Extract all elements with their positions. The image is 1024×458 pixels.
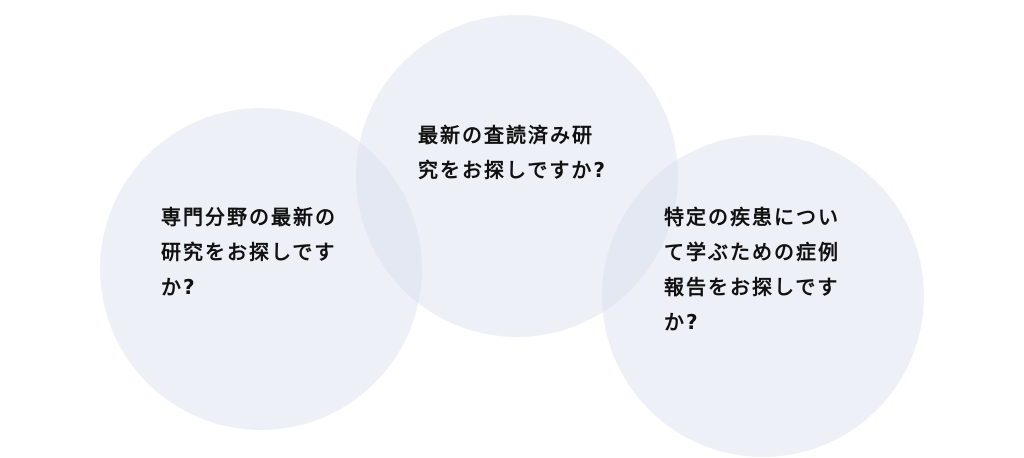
label-line: 最新の査読済み研 <box>418 123 594 147</box>
option-circle-case-reports[interactable] <box>602 135 924 457</box>
label-line: 特定の疾患につい <box>664 205 840 229</box>
label-line: 報告をお探しです <box>664 275 840 299</box>
option-label-latest-specialty-research[interactable]: 専門分野の最新の 研究をお探しです か? <box>161 200 337 305</box>
label-line: 究をお探しですか? <box>418 158 608 182</box>
label-line: て学ぶための症例 <box>664 240 840 264</box>
label-line: 研究をお探しです <box>161 240 337 264</box>
option-label-case-reports[interactable]: 特定の疾患につい て学ぶための症例 報告をお探しです か? <box>664 200 840 340</box>
label-line: 専門分野の最新の <box>161 205 337 229</box>
option-circle-latest-specialty-research[interactable] <box>100 108 422 430</box>
option-circle-peer-reviewed-research[interactable] <box>356 15 678 337</box>
label-line: か? <box>161 275 197 299</box>
label-line: か? <box>664 310 700 334</box>
option-label-peer-reviewed-research[interactable]: 最新の査読済み研 究をお探しですか? <box>418 118 607 188</box>
